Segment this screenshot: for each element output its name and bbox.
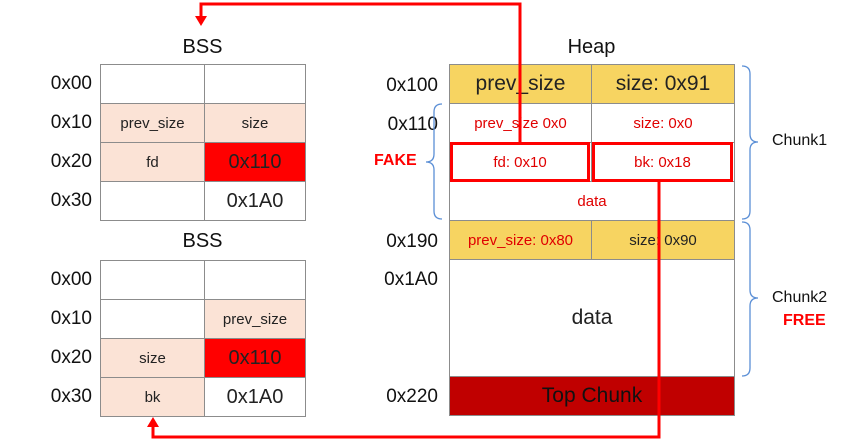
- fake-fd: fd: 0x10: [450, 142, 590, 182]
- bss-top-cell-00-right: [204, 64, 306, 104]
- bss-top-cell-20-right: 0x110: [204, 142, 306, 182]
- bss-bottom-addr-1: 0x10: [50, 308, 92, 329]
- bss-bottom-cell-10-left: [100, 299, 205, 339]
- bss-top-title: BSS: [182, 36, 223, 58]
- bk-arrowhead: [147, 417, 159, 427]
- bss-bottom-cell-30-right: 0x1A0: [204, 377, 306, 417]
- chunk2-label: Chunk2: [772, 289, 828, 306]
- bss-bottom-title: BSS: [182, 230, 223, 252]
- bss-bottom-cell-30-left: bk: [100, 377, 205, 417]
- heap-addr-190: 0x190: [386, 231, 438, 252]
- bss-bottom-cell-20-left: size: [100, 338, 205, 378]
- fake-prev-size: prev_size 0x0: [449, 103, 592, 143]
- bss-top-cell-30-left: [100, 181, 205, 221]
- fake-label: FAKE: [374, 152, 417, 169]
- heap-addr-220: 0x220: [386, 386, 438, 407]
- bss-bottom-addr-0: 0x00: [50, 269, 92, 290]
- bss-top-addr-1: 0x10: [50, 112, 92, 133]
- bss-bottom-cell-00-right: [204, 260, 306, 300]
- chunk1-prev-size: prev_size: [449, 64, 592, 104]
- chunk1-data: data: [449, 181, 735, 221]
- chunk1-size: size: 0x91: [591, 64, 735, 104]
- bss-top-addr-2: 0x20: [50, 151, 92, 172]
- bss-top-cell-30-right: 0x1A0: [204, 181, 306, 221]
- bss-bottom-cell-20-right: 0x110: [204, 338, 306, 378]
- heap-addr-110: 0x110: [387, 114, 438, 135]
- bss-top-addr-3: 0x30: [50, 190, 92, 211]
- bss-bottom-cell-10-right: prev_size: [204, 299, 306, 339]
- bss-bottom-addr-3: 0x30: [50, 386, 92, 407]
- chunk2-brace: [741, 221, 759, 377]
- bss-top-cell-20-left: fd: [100, 142, 205, 182]
- fake-bk: bk: 0x18: [592, 142, 733, 182]
- heap-addr-100: 0x100: [386, 75, 438, 96]
- chunk1-label: Chunk1: [772, 132, 828, 149]
- free-label: FREE: [783, 312, 826, 329]
- bss-top-cell-10-right: size: [204, 103, 306, 143]
- bss-top-cell-00-left: [100, 64, 205, 104]
- bss-bottom-cell-00-left: [100, 260, 205, 300]
- top-chunk: Top Chunk: [449, 376, 735, 416]
- chunk2-prev-size: prev_size: 0x80: [449, 220, 592, 260]
- bss-top-cell-10-left: prev_size: [100, 103, 205, 143]
- fd-arrowhead: [195, 16, 207, 26]
- bss-top-addr-0: 0x00: [50, 73, 92, 94]
- chunk2-size: size: 0x90: [591, 220, 735, 260]
- chunk2-data: data: [449, 259, 735, 377]
- heap-title: Heap: [567, 36, 616, 58]
- chunk1-brace: [741, 65, 759, 220]
- heap-addr-1a0: 0x1A0: [384, 269, 438, 290]
- bss-bottom-addr-2: 0x20: [50, 347, 92, 368]
- fake-size: size: 0x0: [591, 103, 735, 143]
